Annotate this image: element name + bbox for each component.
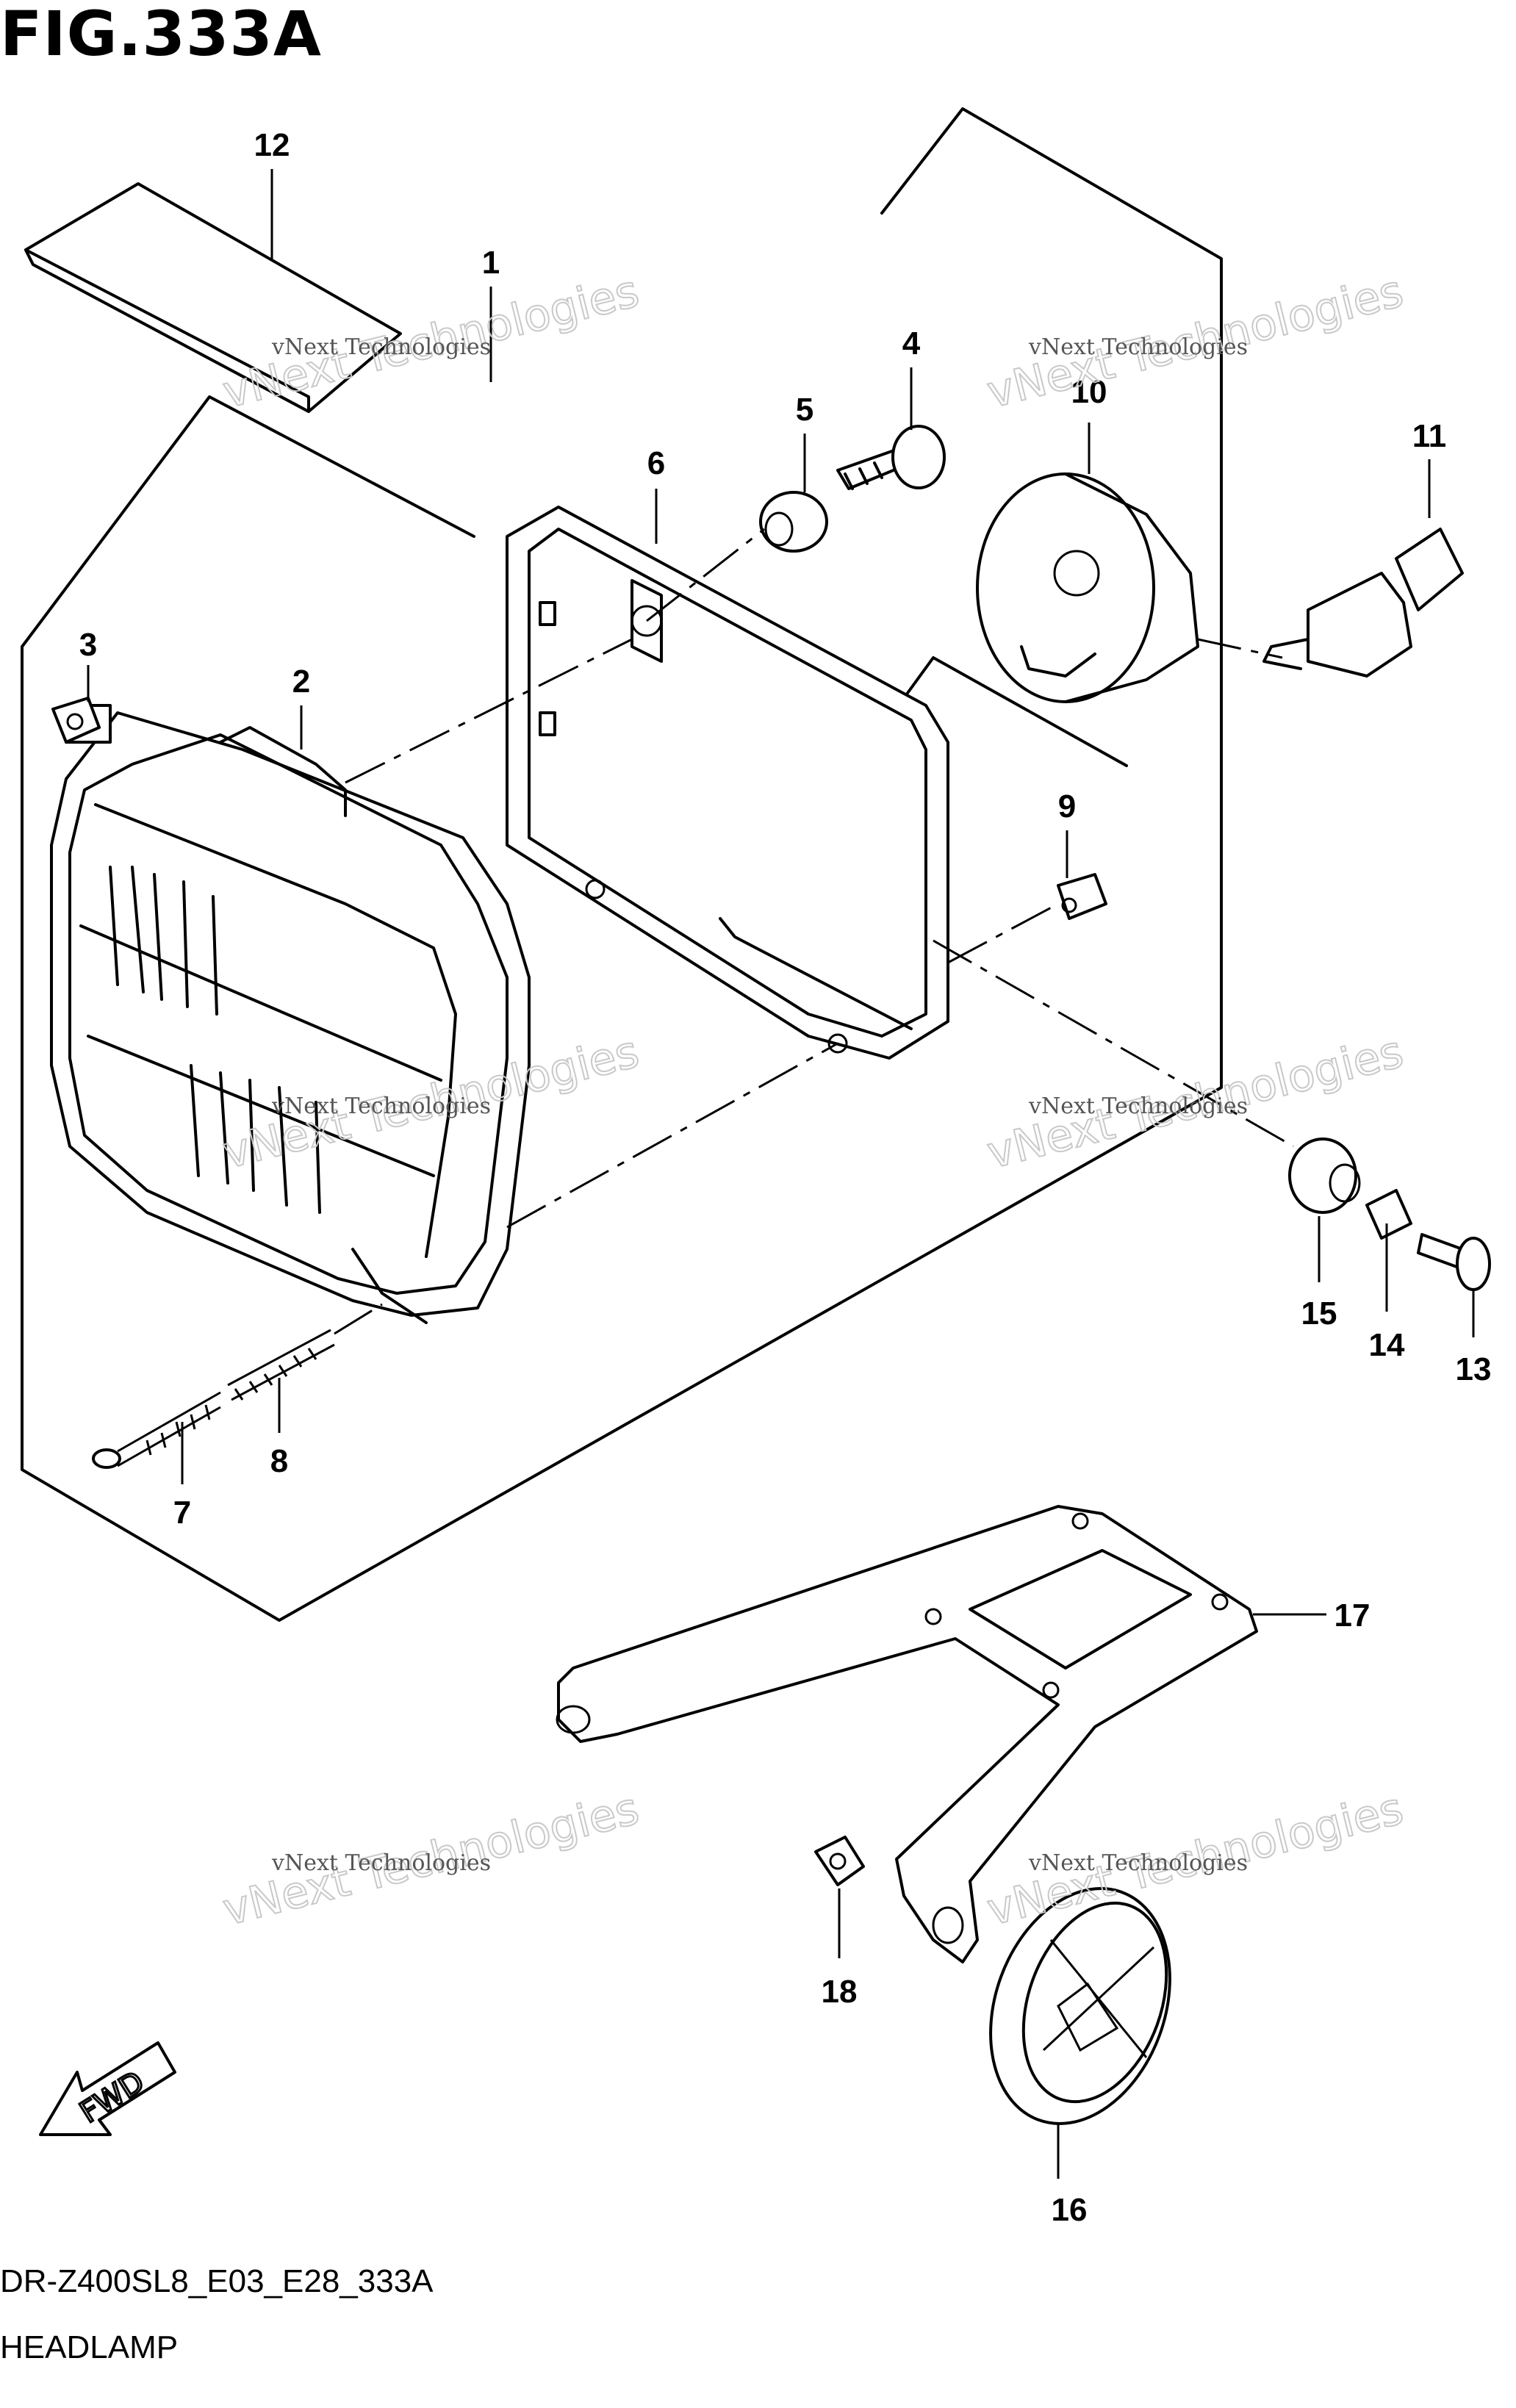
callout-9: 9 [1058,788,1076,824]
reflector-16 [989,1887,1171,2125]
assembly-line-socket-bulb [1197,638,1283,659]
socket-cover-10 [976,472,1199,703]
assembly-line-frame-nut9 [947,902,1059,964]
callout-3: 3 [79,627,97,663]
assembly-line-frame-grommet [646,528,765,622]
svg-text:vNext Technologies: vNext Technologies [1028,334,1248,360]
forward-direction-arrow: FWD [39,2041,176,2136]
nut-3 [51,697,101,744]
callout-5: 5 [796,392,813,428]
svg-text:vNext Technologies: vNext Technologies [1028,1093,1248,1119]
bolt-4 [836,425,946,490]
callout-17: 17 [1334,1597,1370,1634]
callout-8: 8 [270,1443,288,1479]
callout-6: 6 [647,445,665,481]
nut-9 [1057,873,1107,920]
headlamp-bracket-17 [556,1505,1258,1963]
grommet-15 [1288,1137,1361,1214]
figure-name: HEADLAMP [0,2329,179,2365]
watermark-5: vNext Technologies vNext Technologies [218,1782,645,1936]
callout-15: 15 [1301,1295,1337,1331]
figure-title: FIG.333A [0,0,322,70]
label-sheet [24,182,402,413]
svg-text:vNext Technologies: vNext Technologies [1028,1850,1248,1876]
callout-11: 11 [1412,418,1447,454]
svg-text:vNext Technologies: vNext Technologies [271,1093,491,1119]
svg-text:vNext Technologies: vNext Technologies [271,1850,491,1876]
nut-18 [814,1836,865,1886]
callout-13: 13 [1456,1351,1492,1387]
headlamp-frame [506,506,949,1060]
screw-7 [92,1391,221,1469]
grommet-5 [759,491,828,553]
callout-4: 4 [902,326,921,362]
svg-text:vNext Technologies: vNext Technologies [271,334,491,360]
collar-14 [1365,1189,1412,1240]
assembly-line-spring-lamp [334,1303,383,1335]
assembly-line-lamp-bottom [506,1042,838,1229]
assembly-line-frame-grommet15 [933,939,1294,1148]
callout-18: 18 [822,1974,858,2010]
callout-14: 14 [1369,1327,1405,1363]
headlamp-unit [50,704,531,1324]
callout-2: 2 [292,664,310,700]
callout-10: 10 [1071,374,1107,410]
headlamp-bulb-11 [1262,528,1464,678]
svg-text:FWD: FWD [74,2065,151,2130]
figure-code: DR-Z400SL8_E03_E28_333A [0,2263,434,2299]
assembly-outline-inner [902,656,1128,767]
assembly-outline [21,107,1223,1622]
assembly-line-lamp-frame [345,638,633,784]
spring-8 [227,1329,335,1401]
callout-1: 1 [482,245,500,281]
watermark-6: vNext Technologies vNext Technologies [982,1782,1409,1936]
callout-7: 7 [173,1495,191,1531]
callout-12: 12 [254,127,290,163]
callout-16: 16 [1052,2192,1088,2228]
bolt-13 [1417,1233,1491,1291]
watermark-2: vNext Technologies vNext Technologies [982,265,1409,419]
